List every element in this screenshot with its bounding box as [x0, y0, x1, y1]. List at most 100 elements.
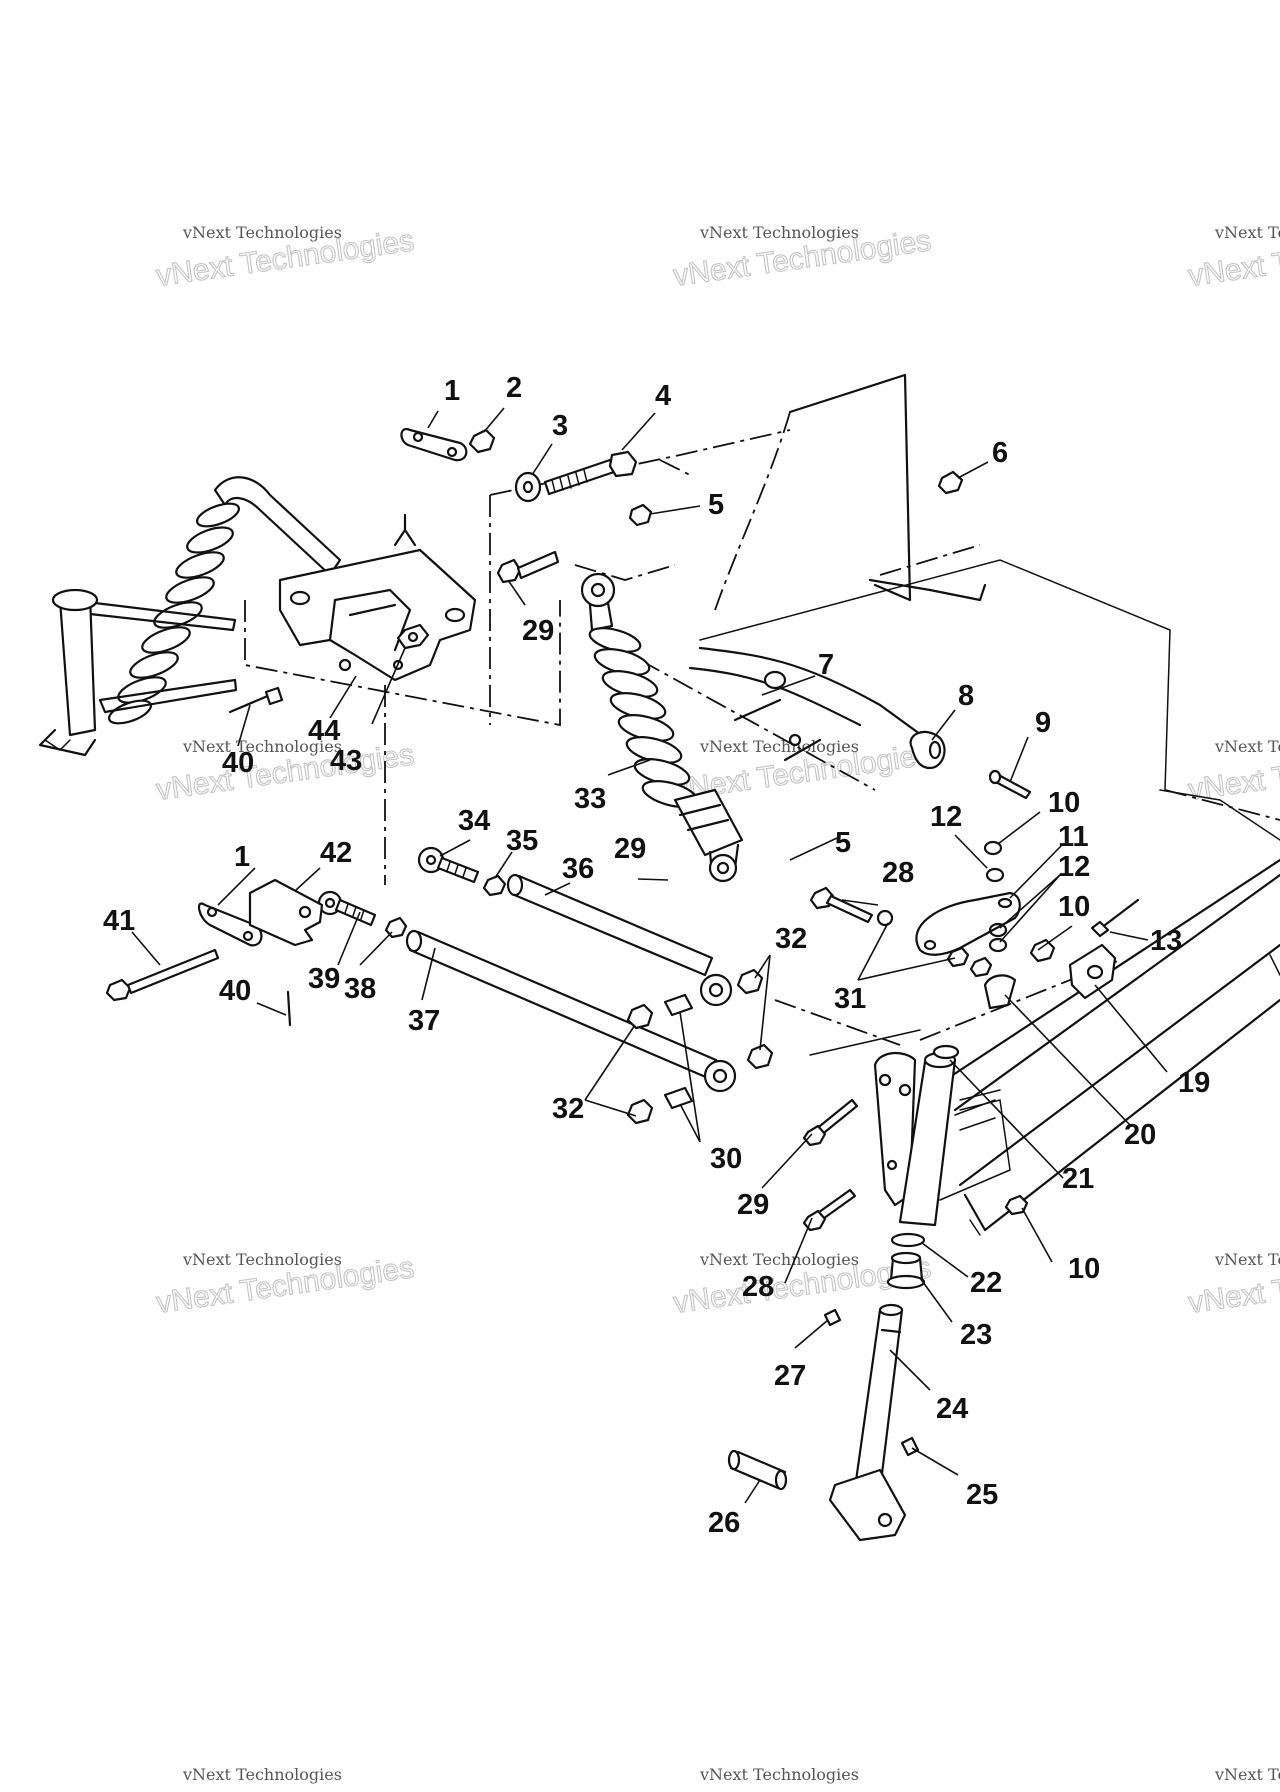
- part-32-bushing: [626, 1098, 654, 1125]
- callout-21: 21: [1062, 1163, 1094, 1195]
- right-hardware: [809, 840, 1140, 1010]
- part-10-nut: [1029, 938, 1056, 963]
- part-40-bolt: [228, 686, 284, 714]
- callout-33: 33: [574, 783, 606, 815]
- part-35-nut: [482, 874, 507, 897]
- callout-24: 24: [936, 1393, 968, 1425]
- watermark-text: vNext Technologies: [699, 1765, 859, 1784]
- part-3-washer: [514, 471, 542, 503]
- callout-5: 5: [835, 827, 851, 859]
- callout-26: 26: [708, 1507, 740, 1539]
- callout-36: 36: [562, 853, 594, 885]
- part-26-sleeve: [727, 1449, 788, 1491]
- part-23-bushing: [886, 1251, 926, 1290]
- part-31-washer: [876, 909, 894, 927]
- callout-28: 28: [882, 857, 914, 889]
- part-20-bracket: [983, 974, 1017, 1010]
- callout-29: 29: [522, 615, 554, 647]
- part-28-bolt: [809, 886, 874, 924]
- callout-32: 32: [552, 1093, 584, 1125]
- part-6-nut: [937, 470, 964, 495]
- callout-20: 20: [1124, 1119, 1156, 1151]
- watermark: vNext Technologies vNext Technologies: [1186, 223, 1280, 293]
- part-40-cotter-pin: [286, 990, 292, 1027]
- watermark: vNext Technologies vNext Technologies: [671, 223, 934, 293]
- part-19-block: [1068, 943, 1117, 1000]
- callout-11: 11: [1058, 821, 1089, 853]
- callout-40: 40: [219, 975, 251, 1007]
- left-coil-spring: [107, 502, 241, 725]
- left-suspension-assembly: [38, 476, 342, 757]
- watermark: vNext Technologies: [182, 1765, 342, 1784]
- callout-5: 5: [708, 489, 724, 521]
- part-36-rod: [506, 873, 733, 1007]
- part-10-nut: [1004, 1194, 1029, 1216]
- watermark-text: vNext Technologies: [182, 1765, 342, 1784]
- callout-leader-lines: [131, 407, 1168, 1504]
- callout-25: 25: [966, 1479, 998, 1511]
- shock-mount-bracket: [278, 513, 477, 682]
- part-34-rod-end: [417, 846, 480, 884]
- callout-13: 13: [1150, 925, 1182, 957]
- callout-10: 10: [1068, 1253, 1100, 1285]
- callout-19: 19: [1178, 1067, 1210, 1099]
- callout-22: 22: [970, 1267, 1002, 1299]
- part-41-bolt: [105, 948, 220, 1002]
- watermark-text: vNext Technologies: [182, 223, 342, 242]
- callout-44: 44: [308, 715, 340, 747]
- callout-12: 12: [1058, 851, 1090, 883]
- watermark-text: vNext Technologies: [1214, 737, 1280, 756]
- part-11-bracket: [915, 891, 1021, 956]
- watermark-text: vNext Technologies: [699, 223, 859, 242]
- callout-42: 42: [320, 837, 352, 869]
- callout-29: 29: [737, 1189, 769, 1221]
- part-9-pin: [988, 769, 1032, 800]
- chassis-frame-outline: [244, 373, 1280, 1236]
- callout-32: 32: [775, 923, 807, 955]
- part-2-nut: [468, 428, 496, 454]
- callout-8: 8: [958, 680, 974, 712]
- callout-10: 10: [1058, 891, 1090, 923]
- watermark: vNext Technologies: [699, 1765, 859, 1784]
- callout-28: 28: [742, 1271, 774, 1303]
- part-1-link-plate: [400, 427, 468, 462]
- part-30-spacer: [663, 1086, 694, 1110]
- watermark: vNext Technologies: [1214, 1765, 1280, 1784]
- part-42-bracket: [248, 878, 324, 947]
- watermark-text: vNext Technologies: [699, 1250, 859, 1269]
- part-8-grommet: [909, 730, 946, 770]
- callout-38: 38: [344, 973, 376, 1005]
- callout-43: 43: [330, 745, 362, 777]
- part-5-nut: [628, 503, 653, 527]
- part-12-washer: [988, 922, 1008, 938]
- callout-9: 9: [1035, 707, 1051, 739]
- callout-labels: 1 2 3 4 5 6 29 7 8 9 44 43 40 33 10 12 1…: [103, 372, 1210, 1539]
- part-37-rod: [405, 929, 737, 1093]
- part-25-fitting: [900, 1436, 920, 1457]
- steering-spindle-assembly: [727, 1044, 1029, 1542]
- callout-12: 12: [930, 801, 962, 833]
- callout-2: 2: [506, 372, 522, 404]
- callout-10: 10: [1048, 787, 1080, 819]
- callout-1: 1: [234, 841, 250, 873]
- callout-35: 35: [506, 825, 538, 857]
- tie-rod-assembly: [317, 846, 774, 1125]
- part-10-nut: [969, 956, 993, 978]
- callout-39: 39: [308, 963, 340, 995]
- watermark: vNext Technologies vNext Technologies: [154, 737, 417, 807]
- part-27-fitting: [823, 1308, 842, 1327]
- callout-6: 6: [992, 437, 1008, 469]
- part-33-shock-absorber: [580, 572, 744, 883]
- part-24-spindle-shaft: [828, 1303, 907, 1542]
- callout-1: 1: [444, 375, 460, 407]
- watermark-text: vNext Technologies: [1214, 223, 1280, 242]
- part-21-bushing: [932, 1044, 960, 1060]
- callout-40: 40: [222, 747, 254, 779]
- callout-3: 3: [552, 410, 568, 442]
- watermark-text: vNext Technologies: [182, 737, 342, 756]
- part-12-washer: [988, 937, 1008, 953]
- part-39-rod-end: [317, 890, 377, 927]
- callout-29: 29: [614, 833, 646, 865]
